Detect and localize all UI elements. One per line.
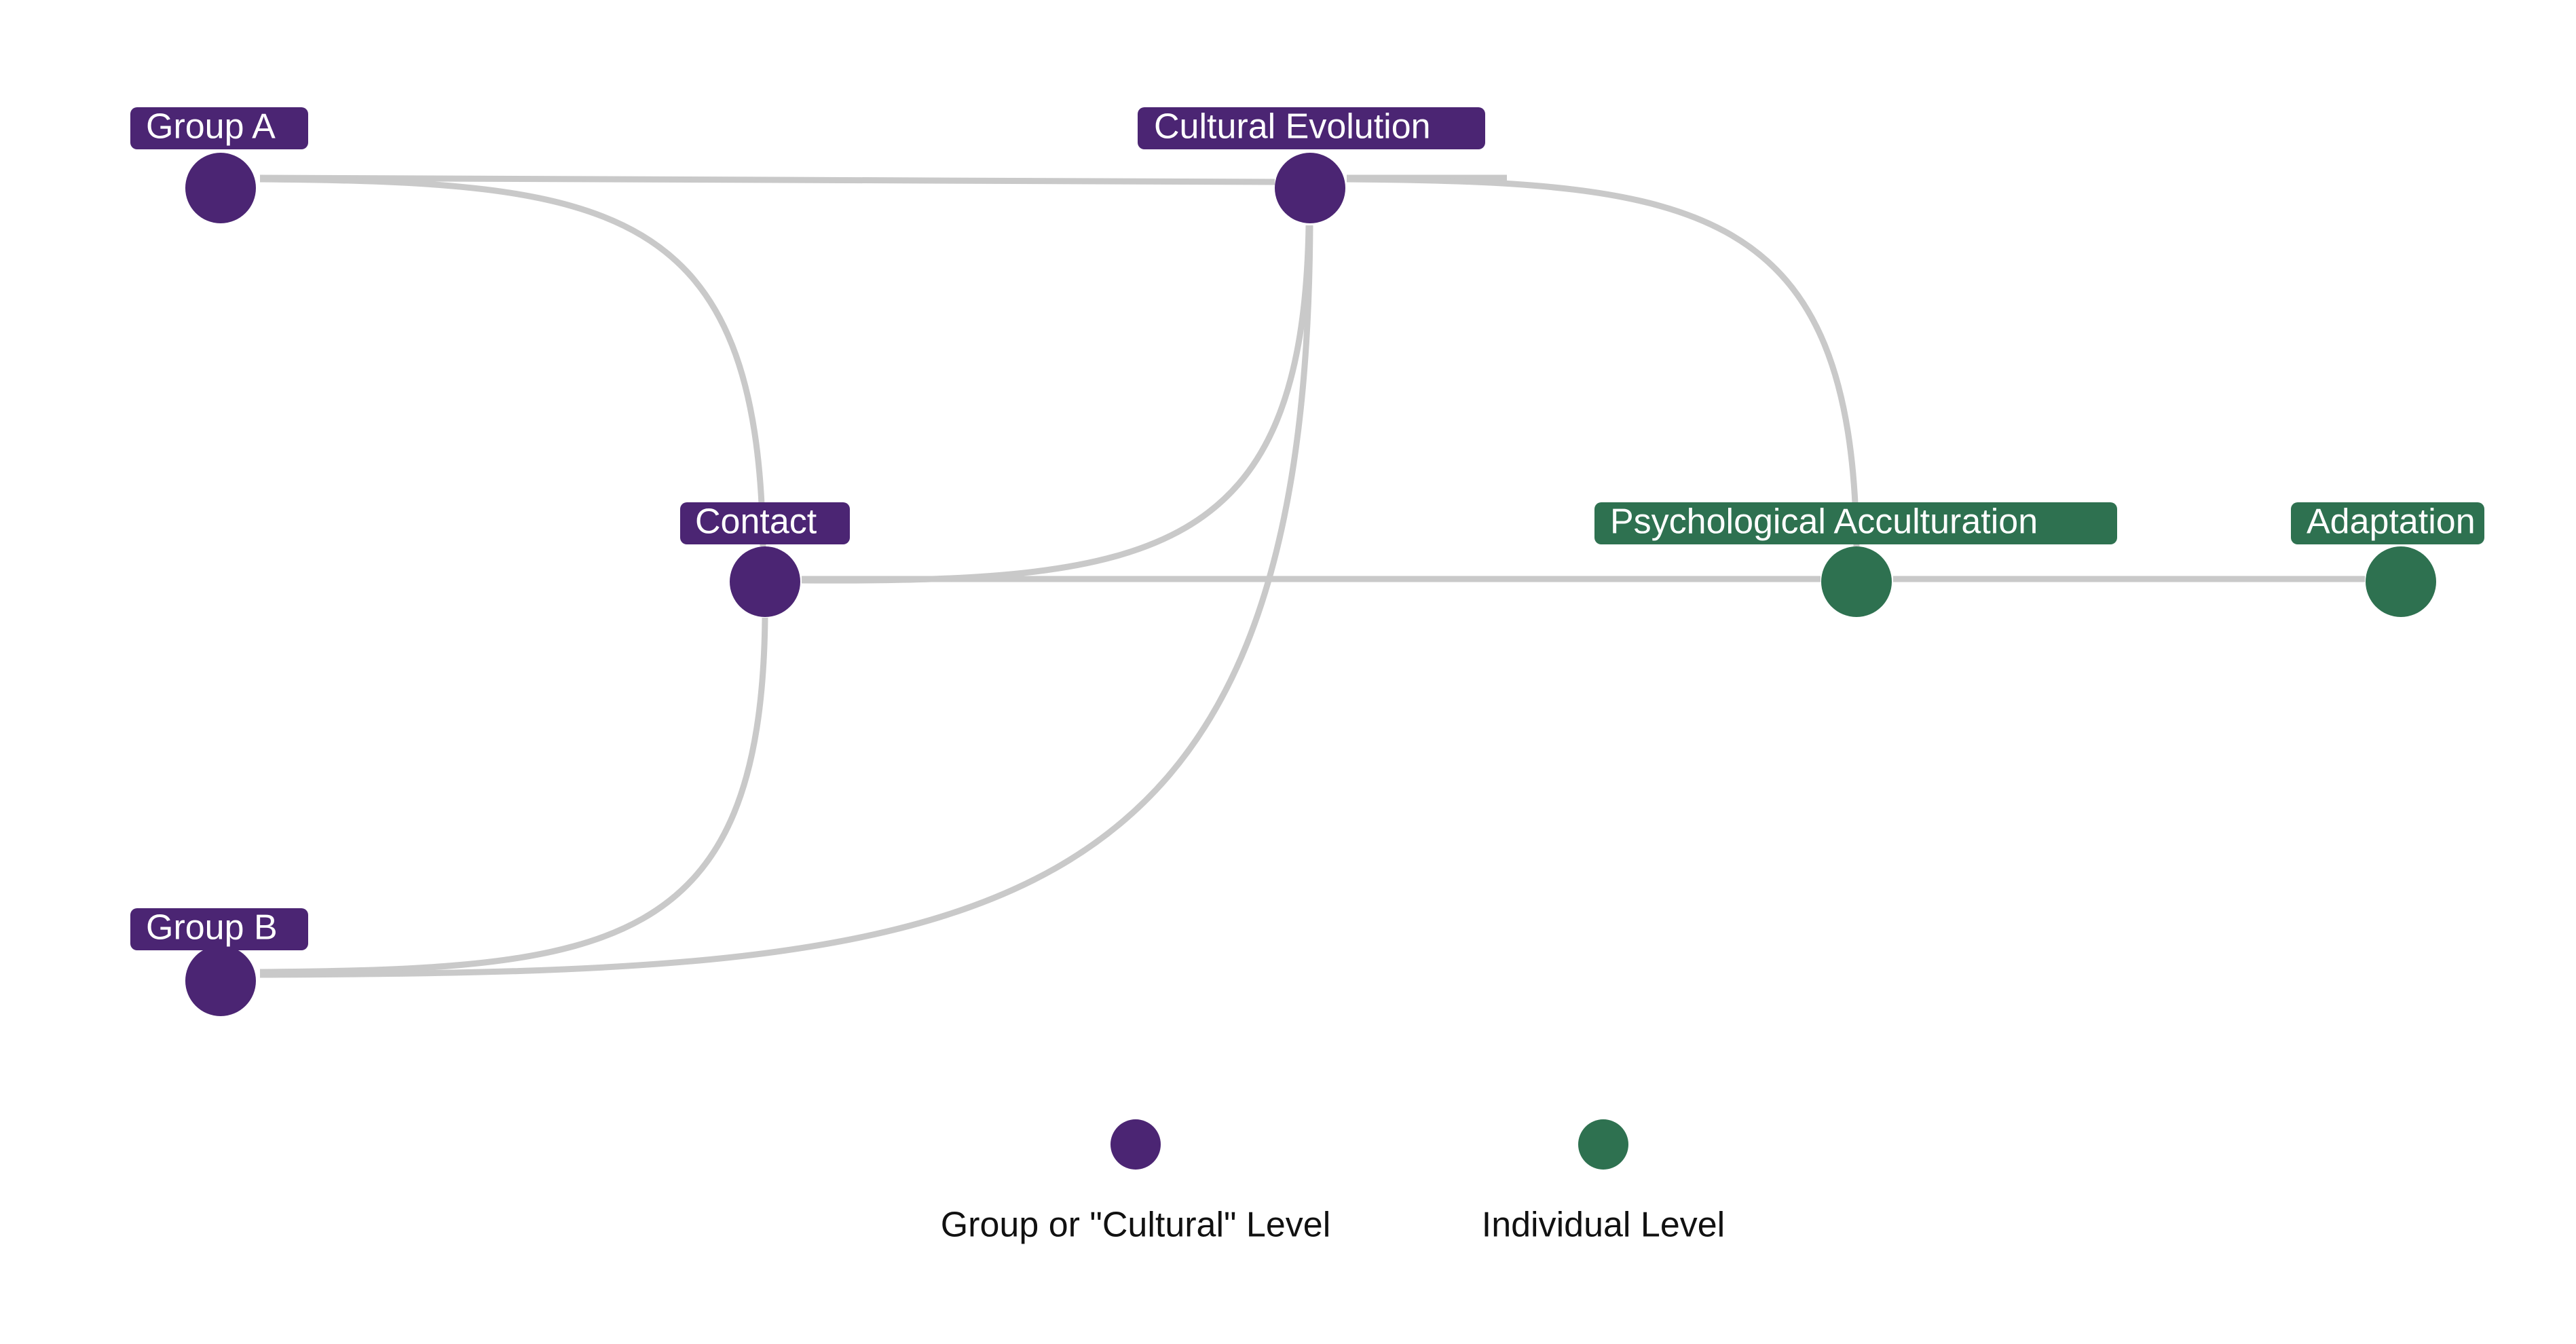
node-contact-circle[interactable]: [730, 546, 800, 617]
node-group-b-label: Group B: [146, 908, 278, 948]
node-group-b-circle[interactable]: [185, 946, 256, 1016]
edge-group-b-to-cultural-evolution: [259, 225, 1313, 978]
node-cultural-evolution-circle[interactable]: [1275, 153, 1345, 223]
legend-item-group-level[interactable]: Group or "Cultural" Level: [941, 1119, 1331, 1245]
legend-item-individual-level[interactable]: Individual Level: [1482, 1119, 1725, 1245]
legend-group-level-swatch-icon: [1110, 1119, 1161, 1170]
node-group-a-circle[interactable]: [185, 153, 256, 223]
node-group-a[interactable]: Group A: [130, 107, 308, 223]
edge-cultural-evolution-to-psychological-acculturation: [1346, 176, 1860, 547]
node-psychological-acculturation-label-box[interactable]: [1594, 502, 2117, 544]
edge-group-b-to-contact: [259, 617, 768, 975]
node-contact-label: Contact: [695, 502, 817, 542]
legend: Group or "Cultural" Level Individual Lev…: [941, 1119, 1725, 1245]
edge-group-a-to-cultural-evolution: [259, 174, 1275, 185]
legend-individual-level-label: Individual Level: [1482, 1206, 1725, 1245]
nodes-layer: Group A Cultural Evolution Contact Psych…: [130, 107, 2484, 1016]
node-adaptation[interactable]: Adaptation: [2291, 502, 2484, 617]
node-adaptation-label: Adaptation: [2307, 502, 2476, 542]
node-group-a-label: Group A: [146, 107, 276, 147]
node-group-b[interactable]: Group B: [130, 908, 308, 1016]
node-adaptation-label-box[interactable]: [2291, 502, 2484, 544]
node-cultural-evolution-label-box[interactable]: [1138, 107, 1485, 149]
node-adaptation-circle[interactable]: [2366, 546, 2436, 617]
edge-group-a-to-contact: [259, 176, 766, 547]
node-psychological-acculturation-label: Psychological Acculturation: [1610, 502, 2038, 542]
node-psychological-acculturation[interactable]: Psychological Acculturation: [1594, 502, 2117, 617]
node-group-a-label-box[interactable]: [130, 107, 308, 149]
legend-group-level-label: Group or "Cultural" Level: [941, 1206, 1331, 1245]
node-group-b-label-box[interactable]: [130, 908, 308, 950]
edges-layer: [259, 174, 2365, 978]
edge-contact-to-cultural-evolution: [801, 225, 1312, 584]
node-contact-label-box[interactable]: [680, 502, 850, 544]
node-cultural-evolution-label: Cultural Evolution: [1154, 107, 1431, 147]
legend-individual-level-swatch-icon: [1578, 1119, 1628, 1170]
node-psychological-acculturation-circle[interactable]: [1821, 546, 1892, 617]
node-contact[interactable]: Contact: [680, 502, 850, 617]
node-cultural-evolution[interactable]: Cultural Evolution: [1138, 107, 1485, 223]
